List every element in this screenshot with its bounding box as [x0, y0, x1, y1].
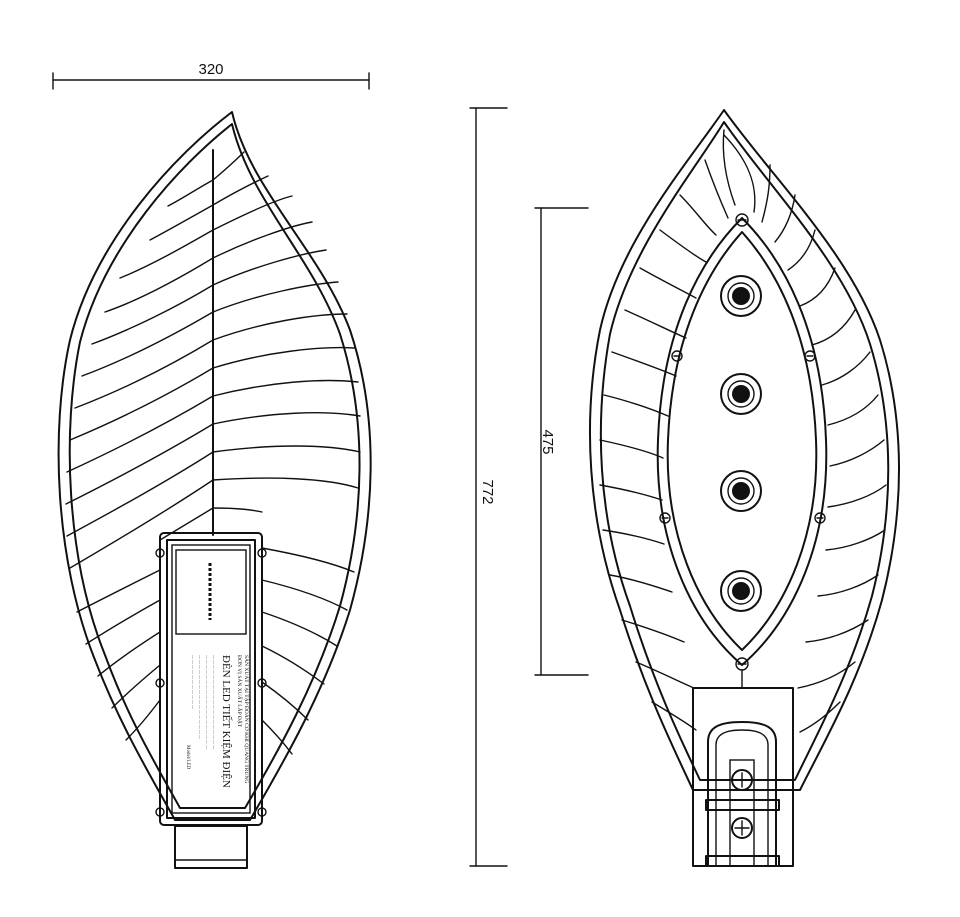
- pole-mount-clamp: [692, 669, 794, 867]
- svg-text:— — — — — — — — — — — — — — —: — — — — — — — — — — — — — — — — —: [198, 654, 203, 740]
- led-chip-4: [720, 570, 762, 612]
- lamp-bottom-view: [588, 109, 900, 867]
- lamp-top-view: SẢN XUẤT TẠI TẬP ĐOÀN CƠ KHÍ QUANG TRUNG…: [57, 111, 372, 869]
- driver-box-screws: [155, 548, 267, 817]
- driver-box: SẢN XUẤT TẠI TẬP ĐOÀN CƠ KHÍ QUANG TRUNG…: [155, 532, 267, 826]
- bottom-shell-inner: [599, 121, 890, 781]
- led-module-inner: [666, 231, 818, 651]
- led-module-screws: [659, 213, 826, 671]
- height-module-label: 475: [539, 429, 556, 454]
- led-chip-2: [720, 373, 762, 415]
- bottom-shell-ribs: [599, 129, 887, 733]
- label-product-name: ĐÈN LED TIẾT KIỆM ĐIỆN: [220, 655, 233, 788]
- label-line-1: SẢN XUẤT TẠI TẬP ĐOÀN CƠ KHÍ QUANG TRUNG: [243, 655, 251, 783]
- led-module: [656, 213, 828, 671]
- width-dimension: 320: [52, 61, 370, 90]
- bottom-shell-outer: [588, 109, 900, 791]
- left-veins: [65, 179, 214, 741]
- height-dimension-772: 772: [469, 107, 508, 867]
- led-chip-3: [720, 470, 762, 512]
- leaf-shell-inner: [68, 123, 361, 809]
- svg-text:— — — — — — — — — — —: — — — — — — — — — — —: [191, 654, 196, 710]
- right-veins: [212, 151, 361, 755]
- height-dimension-475: 475: [534, 207, 589, 676]
- label-code: Model/LED: [185, 745, 190, 770]
- svg-text:— — — — — — — — — — — — — — —: — — — — — — — — — — — — — — — — — — —: [212, 654, 217, 750]
- width-dimension-label: 320: [198, 61, 223, 78]
- led-chip-1: [720, 275, 762, 317]
- label-line-2: ĐƠN VỊ SẢN XUẤT LẮP ĐẶT: [236, 655, 244, 728]
- svg-text:— — — — — — — — — — — — — — —: — — — — — — — — — — — — — — — — — — —: [205, 654, 210, 750]
- height-total-label: 772: [479, 479, 496, 504]
- leaf-shell-outer: [57, 111, 372, 821]
- label-plate-text: SẢN XUẤT TẠI TẬP ĐOÀN CƠ KHÍ QUANG TRUNG…: [185, 654, 251, 788]
- pole-socket-left: [174, 825, 248, 869]
